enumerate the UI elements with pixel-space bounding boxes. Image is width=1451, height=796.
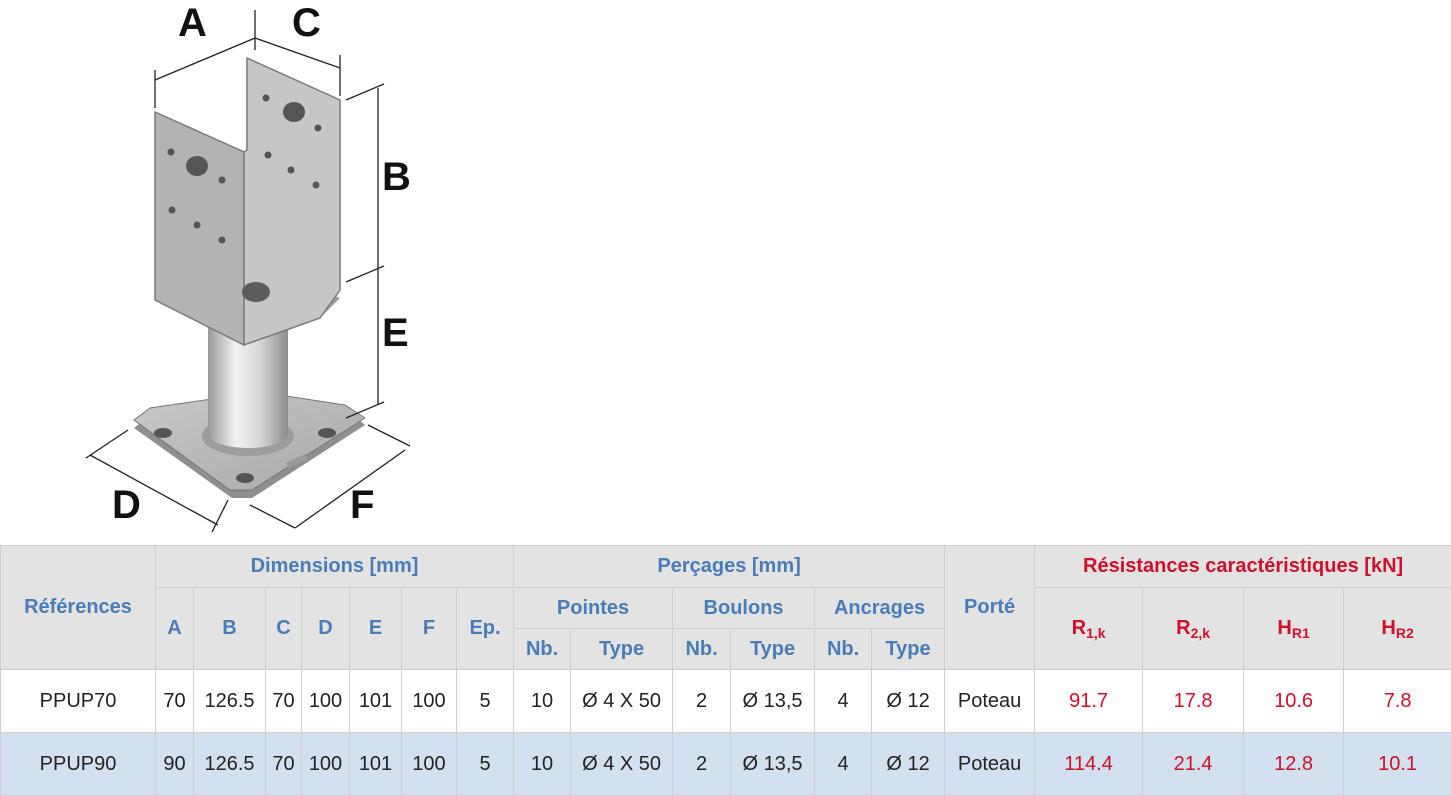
cell-a: 70	[155, 669, 194, 733]
cell-f: 100	[401, 669, 457, 733]
header-hr2: HR2	[1343, 587, 1451, 670]
cell-pointes-type: Ø 4 X 50	[570, 732, 674, 796]
cell-r2k: 17.8	[1142, 669, 1245, 733]
table-row: PPUP90 90 126.5 70 100 101 100 5 10 Ø 4 …	[0, 732, 1451, 796]
header-pointes: Pointes	[513, 587, 674, 629]
header-dim-c: C	[265, 587, 302, 670]
u-bracket	[154, 56, 341, 347]
cell-r1k: 114.4	[1034, 732, 1144, 796]
dim-letter-f: F	[350, 483, 374, 527]
cell-r1k: 91.7	[1034, 669, 1144, 733]
dim-letter-a: A	[178, 1, 207, 45]
cell-boulons-type: Ø 13,5	[730, 669, 816, 733]
header-percages: Perçages [mm]	[513, 545, 946, 588]
cell-ref: PPUP90	[0, 732, 156, 796]
cell-e: 101	[349, 732, 402, 796]
header-dim-f: F	[401, 587, 457, 670]
cell-boulons-nb: 2	[672, 669, 732, 733]
header-boulons-type: Type	[730, 628, 816, 670]
cell-boulons-nb: 2	[672, 732, 732, 796]
cell-hr2: 7.8	[1343, 669, 1451, 733]
header-boulons: Boulons	[672, 587, 816, 629]
dimension-lines	[85, 10, 411, 533]
cell-pointes-nb: 10	[513, 732, 572, 796]
cell-hr1: 12.8	[1243, 732, 1345, 796]
cell-e: 101	[349, 669, 402, 733]
cell-porte: Poteau	[944, 732, 1036, 796]
header-dim-e: E	[349, 587, 402, 670]
post-base-illustration: A C B E D F	[85, 1, 411, 533]
header-dim-a: A	[155, 587, 194, 670]
header-dim-b: B	[193, 587, 266, 670]
cell-porte: Poteau	[944, 669, 1036, 733]
header-ancrages-type: Type	[871, 628, 946, 670]
header-dimensions: Dimensions [mm]	[154, 545, 515, 588]
cell-ref: PPUP70	[0, 669, 156, 733]
cell-r2k: 21.4	[1142, 732, 1245, 796]
cell-hr1: 10.6	[1243, 669, 1345, 733]
cell-d: 100	[301, 732, 350, 796]
header-r1k: R1,k	[1034, 587, 1144, 670]
cell-ancrages-nb: 4	[814, 732, 873, 796]
table-row: PPUP70 70 126.5 70 100 101 100 5 10 Ø 4 …	[0, 669, 1451, 733]
cell-b: 126.5	[193, 732, 266, 796]
header-pointes-type: Type	[570, 628, 674, 670]
cell-c: 70	[265, 732, 302, 796]
cell-hr2: 10.1	[1343, 732, 1451, 796]
cell-d: 100	[301, 669, 350, 733]
header-pointes-nb: Nb.	[513, 628, 572, 670]
cell-ep: 5	[455, 732, 515, 796]
cell-a: 90	[155, 732, 194, 796]
header-hr1: HR1	[1243, 587, 1345, 670]
cell-ep: 5	[455, 669, 515, 733]
header-dim-ep: Ep.	[455, 587, 515, 670]
cell-boulons-type: Ø 13,5	[730, 732, 816, 796]
dim-letter-e: E	[382, 311, 409, 355]
cell-ancrages-nb: 4	[814, 669, 873, 733]
cell-b: 126.5	[193, 669, 266, 733]
cell-c: 70	[265, 669, 302, 733]
cell-pointes-nb: 10	[513, 669, 572, 733]
header-resistances: Résistances caractéristiques [kN]	[1034, 545, 1451, 588]
header-ancrages-nb: Nb.	[814, 628, 873, 670]
cell-ancrages-type: Ø 12	[871, 669, 946, 733]
header-references: Références	[0, 545, 156, 670]
dim-letter-c: C	[292, 1, 321, 45]
specification-table: Références Dimensions [mm] Perçages [mm]…	[0, 545, 1451, 796]
cell-f: 100	[401, 732, 457, 796]
header-porte: Porté	[944, 545, 1036, 670]
header-boulons-nb: Nb.	[672, 628, 732, 670]
cell-pointes-type: Ø 4 X 50	[570, 669, 674, 733]
header-dim-d: D	[301, 587, 350, 670]
cell-ancrages-type: Ø 12	[871, 732, 946, 796]
header-ancrages: Ancrages	[814, 587, 946, 629]
dim-letter-d: D	[112, 483, 141, 527]
dim-letter-b: B	[382, 155, 411, 199]
header-r2k: R2,k	[1142, 587, 1245, 670]
